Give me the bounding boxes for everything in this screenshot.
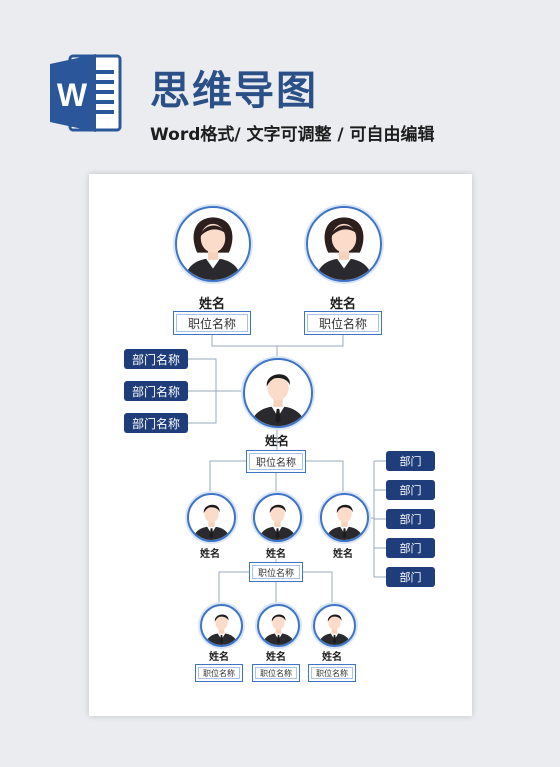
department-box: 部门 xyxy=(386,480,435,500)
person-name: 姓名 xyxy=(333,549,353,560)
department-box: 部门名称 xyxy=(124,413,188,433)
department-box: 部门 xyxy=(386,509,435,529)
page-title: 思维导图 xyxy=(150,68,318,114)
department-box: 部门名称 xyxy=(124,349,188,369)
female-avatar xyxy=(175,206,251,282)
person-name: 姓名 xyxy=(266,549,286,560)
male-avatar xyxy=(187,493,236,542)
male-avatar xyxy=(320,493,369,542)
position-box: 职位名称 xyxy=(304,311,382,335)
person-name: 姓名 xyxy=(322,652,342,663)
position-box: 职位名称 xyxy=(252,664,300,682)
page-subtitle: Word格式/ 文字可调整 / 可自由编辑 xyxy=(150,125,435,145)
person-name: 姓名 xyxy=(200,549,220,560)
person-name: 姓名 xyxy=(264,434,290,448)
position-box: 职位名称 xyxy=(246,450,306,473)
male-avatar xyxy=(313,604,356,647)
person-name: 姓名 xyxy=(266,652,286,663)
department-box: 部门 xyxy=(386,567,435,587)
male-avatar xyxy=(200,604,243,647)
male-avatar xyxy=(243,358,313,428)
word-app-icon: W xyxy=(50,54,122,132)
position-box: 职位名称 xyxy=(195,664,243,682)
female-avatar xyxy=(306,206,382,282)
position-box: 职位名称 xyxy=(249,562,303,582)
department-box: 部门 xyxy=(386,538,435,558)
person-name: 姓名 xyxy=(198,297,226,312)
department-box: 部门 xyxy=(386,451,435,471)
department-box: 部门名称 xyxy=(124,381,188,401)
position-box: 职位名称 xyxy=(308,664,356,682)
person-name: 姓名 xyxy=(209,652,229,663)
male-avatar xyxy=(257,604,300,647)
svg-text:W: W xyxy=(57,77,88,113)
male-avatar xyxy=(253,493,302,542)
position-box: 职位名称 xyxy=(173,311,251,335)
person-name: 姓名 xyxy=(329,297,357,312)
